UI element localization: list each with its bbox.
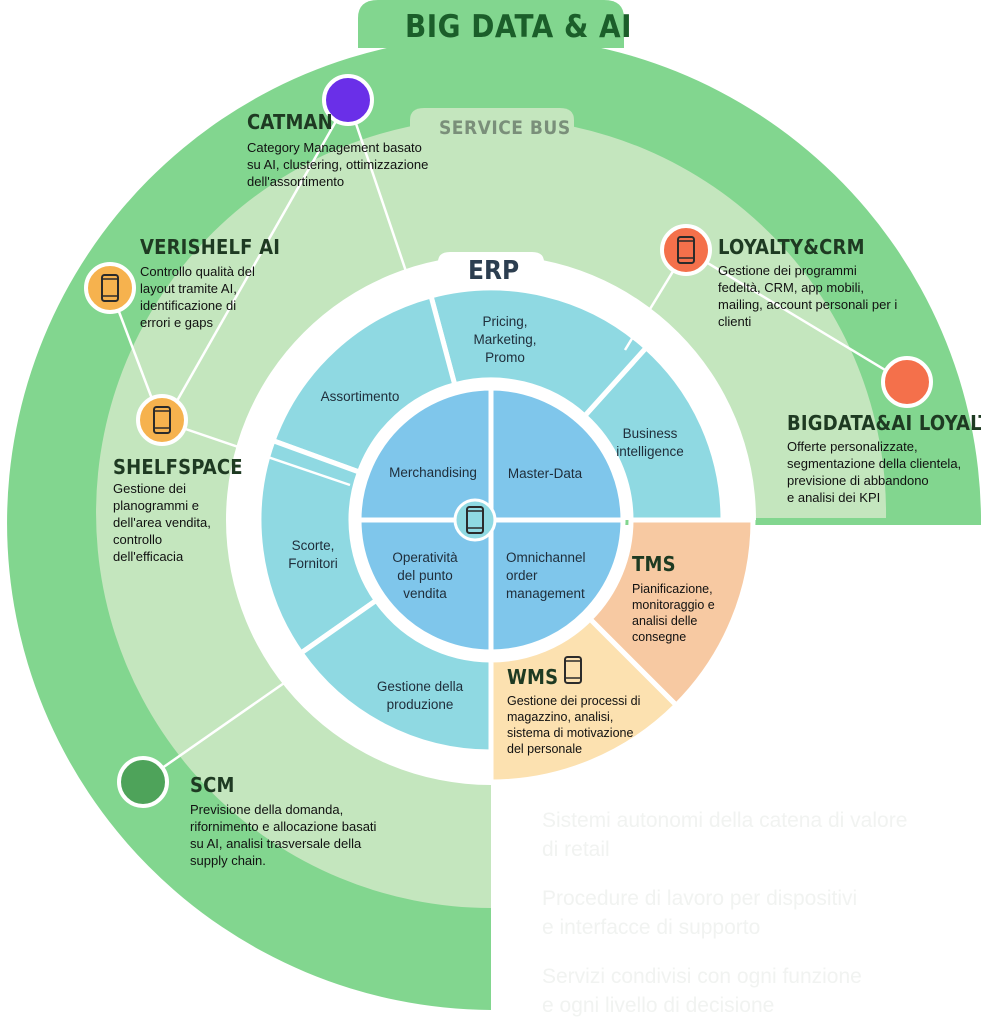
segment-business-intelligence-label: Business intelligence bbox=[616, 426, 684, 459]
tms-title: TMS bbox=[632, 552, 676, 576]
bigdata-loyalty-marker-icon bbox=[881, 356, 933, 408]
scm-title: SCM bbox=[190, 773, 235, 797]
shelfspace-marker-icon bbox=[136, 394, 188, 446]
verishelf-title: VERISHELF AI bbox=[140, 235, 281, 259]
core-omnichannel-label: Omnichannel order management bbox=[506, 550, 586, 601]
core-master-data bbox=[488, 385, 626, 523]
segment-wms bbox=[488, 615, 680, 785]
faded-text-3: Servizi condivisi con ogni funzione e og… bbox=[542, 965, 862, 1017]
tms-desc: Pianificazione, monitoraggio e analisi d… bbox=[632, 582, 715, 644]
catman-desc: Category Management basato su AI, cluste… bbox=[247, 140, 429, 189]
core-merchandising bbox=[356, 385, 494, 523]
core-merchandising-label: Merchandising bbox=[389, 465, 477, 480]
erp-tab bbox=[438, 252, 544, 290]
verishelf-desc: Controllo qualità del layout tramite AI,… bbox=[140, 264, 255, 330]
wms-title: WMS bbox=[507, 665, 559, 689]
core-operativita-label: Operatività del punto vendita bbox=[392, 550, 458, 601]
bigdata-loyalty-title: BIGDATA&AI LOYALTY bbox=[787, 411, 981, 435]
core-operativita bbox=[356, 517, 494, 655]
bigdata-loyalty-desc: Offerte personalizzate, segmentazione de… bbox=[787, 439, 962, 505]
center-phone-icon bbox=[453, 498, 497, 542]
service-bus-title: SERVICE BUS bbox=[439, 117, 571, 139]
loyalty-crm-marker-icon bbox=[660, 224, 712, 276]
faded-text-1: Sistemi autonomi della catena di valore … bbox=[542, 809, 908, 861]
erp-title: ERP bbox=[468, 256, 520, 286]
loyalty-crm-desc: Gestione dei programmi fedeltà, CRM, app… bbox=[718, 263, 898, 329]
segment-assortimento-label: Assortimento bbox=[320, 389, 400, 404]
segment-pricing-label: Pricing, Marketing, Promo bbox=[473, 314, 537, 365]
core-master-data-label: Master-Data bbox=[507, 466, 583, 481]
segment-gestione-produzione-label: Gestione della produzione bbox=[376, 679, 464, 712]
faded-text-2: Procedure di lavoro per dispositivi e in… bbox=[542, 887, 858, 939]
erp-ring bbox=[256, 285, 756, 785]
shelfspace-title: SHELFSPACE bbox=[113, 455, 243, 479]
core-omnichannel bbox=[488, 517, 626, 655]
loyalty-crm-title: LOYALTY&CRM bbox=[718, 235, 865, 259]
catman-marker-icon bbox=[322, 74, 374, 126]
big-data-title: BIG DATA & AI bbox=[405, 9, 632, 45]
markers bbox=[84, 74, 933, 808]
segment-scorte-label: Scorte, Fornitori bbox=[288, 538, 338, 571]
catman-title: CATMAN bbox=[247, 110, 333, 134]
scm-marker-icon bbox=[117, 756, 169, 808]
wms-desc: Gestione dei processi di magazzino, anal… bbox=[507, 694, 641, 756]
verishelf-marker-icon bbox=[84, 262, 136, 314]
shelfspace-desc: Gestione dei planogrammi e dell'area ven… bbox=[113, 481, 211, 564]
scm-desc: Previsione della domanda, rifornimento e… bbox=[190, 802, 377, 868]
